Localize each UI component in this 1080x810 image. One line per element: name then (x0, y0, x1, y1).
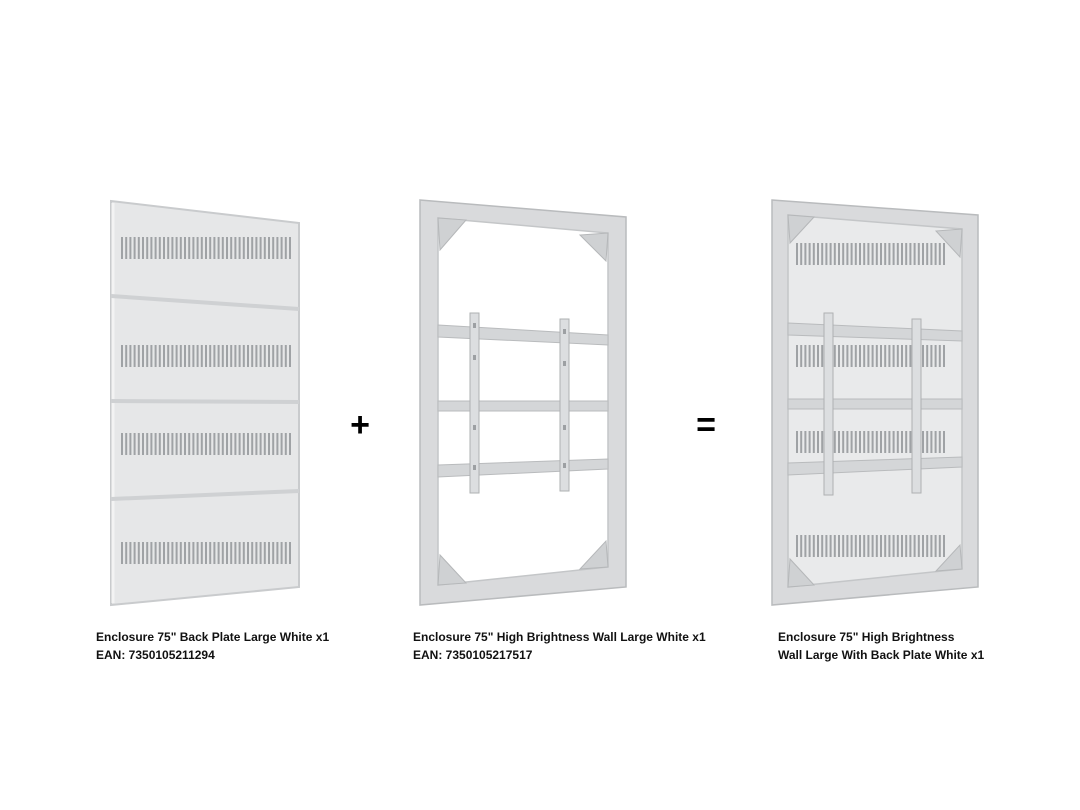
product-title: Enclosure 75" High Brightness Wall Large… (413, 630, 706, 644)
product-ean: EAN: 7350105217517 (413, 648, 533, 662)
product-caption-combined: Enclosure 75" High Brightness Wall Large… (778, 628, 984, 664)
wall-frame-image (418, 195, 628, 610)
product-title: Enclosure 75" Back Plate Large White x1 (96, 630, 330, 644)
product-title-line1: Enclosure 75" High Brightness (778, 630, 955, 644)
product-caption-back-plate: Enclosure 75" Back Plate Large White x1 … (96, 628, 329, 664)
equals-sign: = (696, 406, 716, 444)
product-ean: EAN: 7350105211294 (96, 648, 215, 662)
product-caption-wall: Enclosure 75" High Brightness Wall Large… (413, 628, 706, 664)
product-title-line2: Wall Large With Back Plate White x1 (778, 648, 985, 662)
plus-sign: + (350, 406, 370, 444)
combined-enclosure-image (770, 195, 980, 610)
back-plate-image (105, 195, 305, 610)
